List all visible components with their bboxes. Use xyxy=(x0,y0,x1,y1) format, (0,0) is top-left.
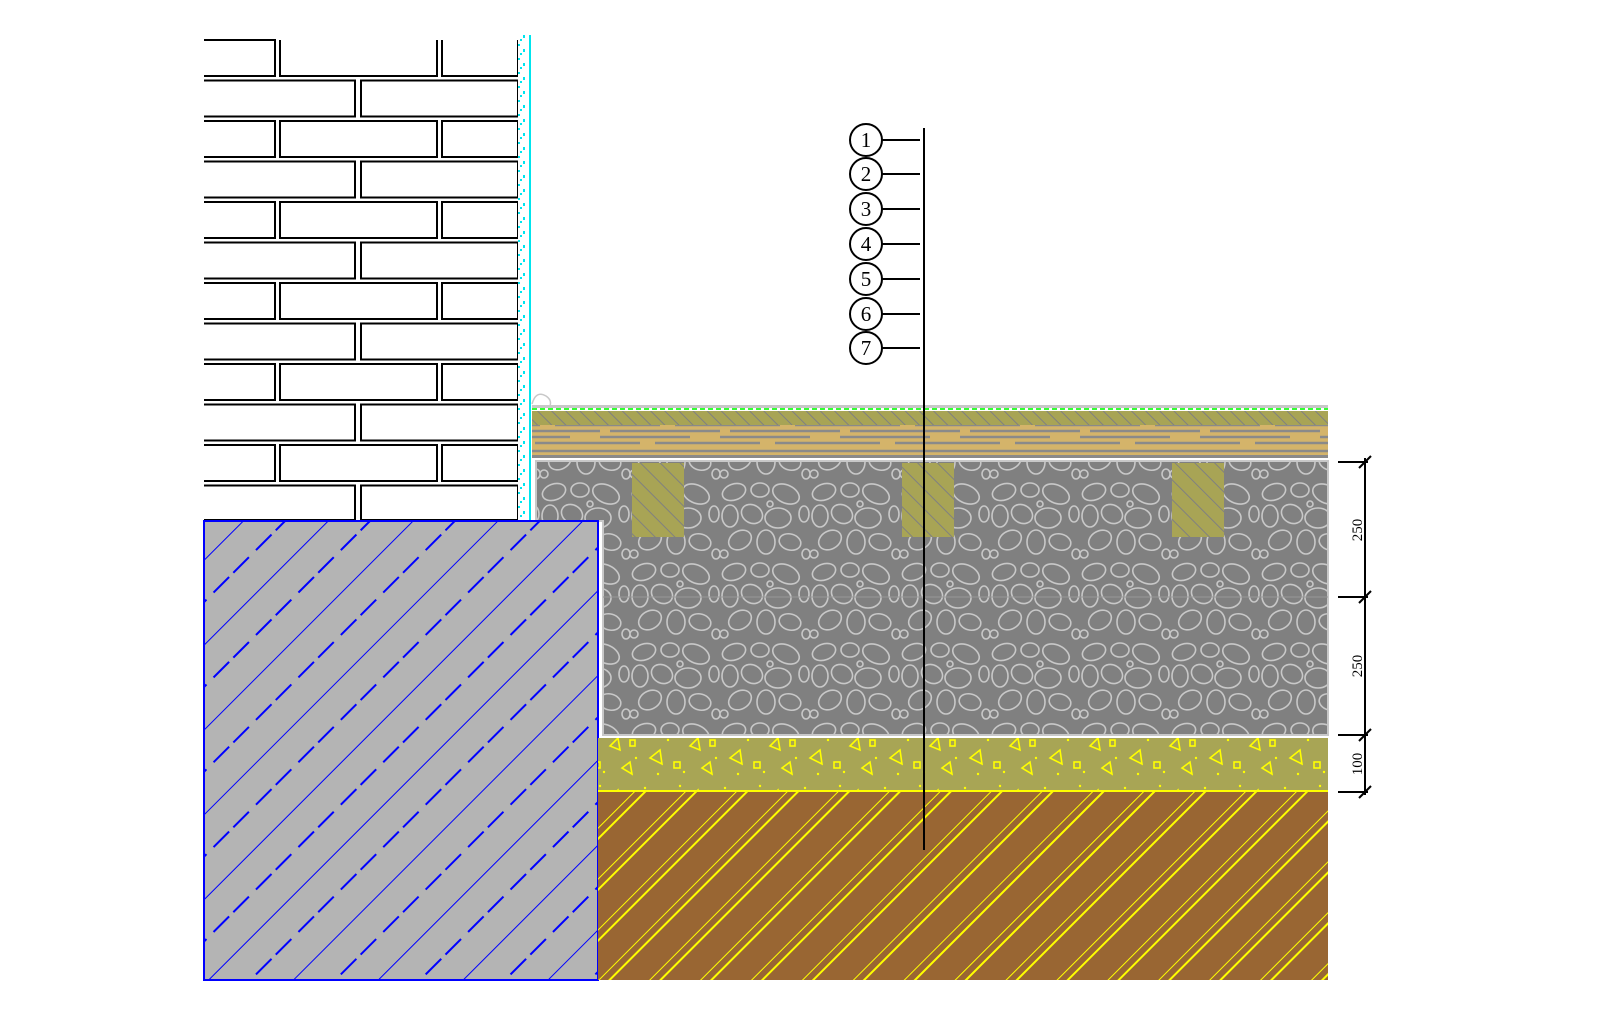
brick xyxy=(204,363,276,401)
brick xyxy=(204,79,356,118)
callout-number: 7 xyxy=(861,336,872,360)
brick xyxy=(204,39,276,77)
brick xyxy=(360,322,519,361)
brick-wall xyxy=(204,39,519,521)
callout-number: 4 xyxy=(861,232,872,256)
callout-circle xyxy=(849,297,883,331)
brick xyxy=(204,120,276,158)
callout-3: 3 xyxy=(849,192,920,226)
callout-number: 2 xyxy=(861,162,872,186)
brick xyxy=(441,120,519,158)
brick xyxy=(441,40,519,77)
callout-circle xyxy=(849,227,883,261)
brick xyxy=(204,201,276,239)
soil-layer xyxy=(598,792,1328,980)
callout-number: 5 xyxy=(861,267,872,291)
callout-circle xyxy=(849,123,883,157)
brick xyxy=(441,282,519,320)
dimension-gravel-upper: 250 xyxy=(1350,519,1366,542)
wall-insulation xyxy=(518,35,531,520)
callout-4: 4 xyxy=(849,227,920,261)
callout-circle xyxy=(849,331,883,365)
callout-number: 6 xyxy=(861,302,872,326)
post-2 xyxy=(902,463,954,537)
brick xyxy=(279,282,438,320)
brick xyxy=(279,363,438,401)
floor-finish-layers xyxy=(531,393,1328,458)
callout-7: 7 xyxy=(849,331,920,365)
callout-circle xyxy=(849,262,883,296)
brick xyxy=(204,484,356,521)
brick xyxy=(441,201,519,239)
brick xyxy=(360,241,519,280)
callout-circle xyxy=(849,192,883,226)
brick xyxy=(279,120,438,158)
dimension-chain xyxy=(1338,455,1372,799)
brick xyxy=(204,282,276,320)
callout-5: 5 xyxy=(849,262,920,296)
brick xyxy=(360,403,519,442)
dimension-gravel-lower: 250 xyxy=(1350,655,1366,678)
callout-2: 2 xyxy=(849,157,920,191)
callout-circle xyxy=(849,157,883,191)
callout-number: 3 xyxy=(861,197,872,221)
brick xyxy=(279,201,438,239)
brick xyxy=(204,241,356,280)
callout-1: 1 xyxy=(849,123,920,157)
brick xyxy=(204,444,276,482)
brick xyxy=(360,79,519,118)
post-3 xyxy=(1172,463,1224,537)
dimension-sand: 100 xyxy=(1350,753,1366,776)
brick xyxy=(441,444,519,482)
brick xyxy=(360,160,519,199)
brick xyxy=(279,40,438,77)
brick xyxy=(279,444,438,482)
sand-layer xyxy=(598,738,1328,790)
brick xyxy=(441,363,519,401)
brick xyxy=(204,160,356,199)
post-1 xyxy=(632,463,684,537)
concrete-foundation xyxy=(203,520,599,981)
brick xyxy=(204,322,356,361)
brick xyxy=(360,484,519,521)
callout-number: 1 xyxy=(861,128,872,152)
callout-6: 6 xyxy=(849,297,920,331)
brick xyxy=(204,403,356,442)
